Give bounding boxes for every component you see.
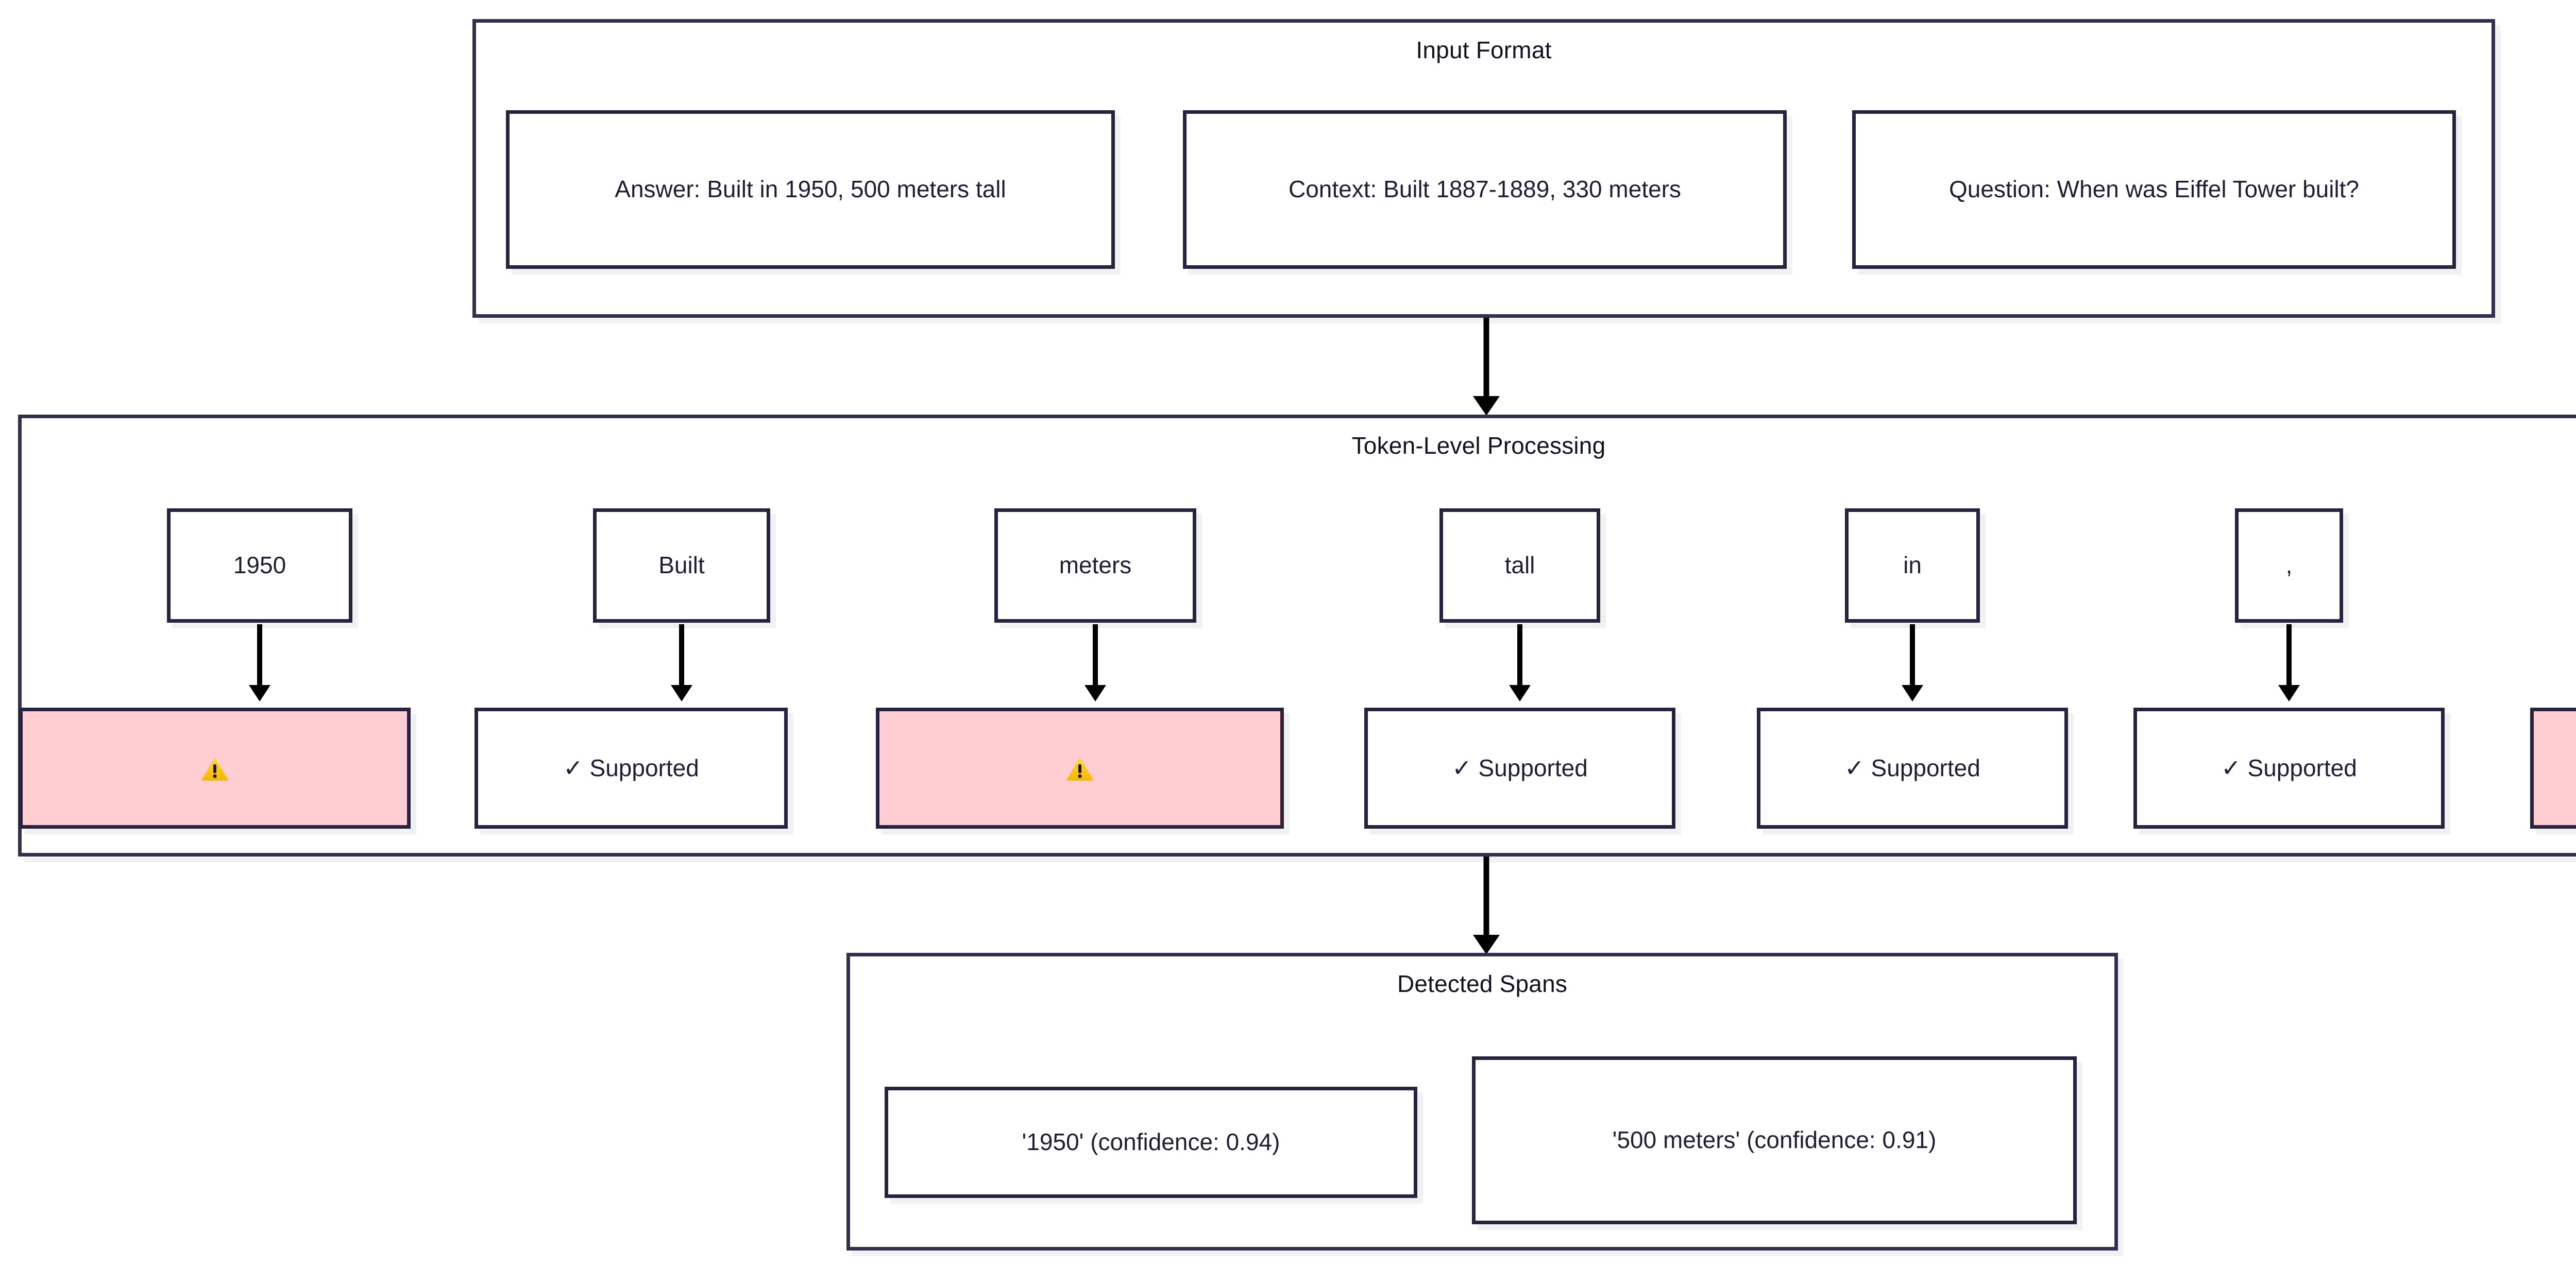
detected-spans-container: Detected Spans '1950' (confidence: 0.94)… [846,953,2118,1251]
input-box-question[interactable]: Question: When was Eiffel Tower built? [1852,110,2456,269]
token-processing-title: Token-Level Processing [1351,432,1606,459]
status-box-supported[interactable]: ✓ Supported [1364,708,1675,829]
arrow-token-to-status [2274,624,2304,701]
arrow-token-to-status [1080,624,1111,701]
input-box-answer[interactable]: Answer: Built in 1950, 500 meters tall [506,110,1115,269]
status-box-supported[interactable]: ✓ Supported [474,708,788,829]
token-box[interactable]: Built [593,508,770,623]
arrow-input-to-tokens [1471,318,1502,416]
arrow-token-to-status [666,624,697,701]
span-box[interactable]: '500 meters' (confidence: 0.91) [1472,1056,2077,1224]
token-box[interactable]: 1950 [167,508,352,623]
status-box-supported[interactable]: ✓ Supported [2133,708,2445,829]
status-box-unsupported[interactable] [876,708,1284,829]
warning-triangle-icon [1066,756,1094,781]
arrow-tokens-to-spans [1471,857,1502,954]
detected-spans-title: Detected Spans [1397,970,1568,997]
arrow-token-to-status [1504,624,1535,701]
token-box[interactable]: meters [994,508,1196,623]
span-box[interactable]: '1950' (confidence: 0.94) [885,1087,1417,1198]
status-box-unsupported[interactable] [2530,708,2576,829]
token-box[interactable]: in [1845,508,1980,623]
token-box[interactable]: , [2235,508,2343,623]
input-format-title: Input Format [1416,37,1552,63]
status-box-unsupported[interactable] [19,708,411,829]
arrow-token-to-status [1897,624,1928,701]
warning-triangle-icon [201,756,229,781]
arrow-token-to-status [244,624,275,701]
status-box-supported[interactable]: ✓ Supported [1757,708,2068,829]
input-format-container: Input Format Answer: Built in 1950, 500 … [472,19,2495,318]
token-processing-container: Token-Level Processing 1950 Built meters… [18,415,2576,857]
token-box[interactable]: tall [1439,508,1600,623]
input-box-context[interactable]: Context: Built 1887-1889, 330 meters [1183,110,1787,269]
